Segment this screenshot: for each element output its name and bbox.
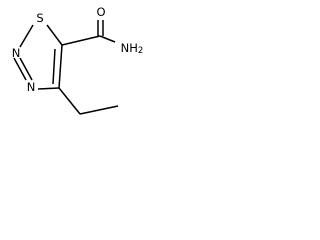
bond-n2-n3-a [13,57,27,81]
atom-nitrogen-2: N [12,46,21,60]
bond-c4-c5-a [58,44,63,89]
bond-ch2-ch3 [79,105,119,115]
atom-sulfur: S [36,11,43,25]
bond-n2-n3-b [19,57,33,81]
atom-amide-nitrogen: NH2 [121,41,144,56]
bond-c4-ch2 [58,87,81,115]
bond-ccarbonyl-n [99,35,116,43]
atom-nitrogen-3: N [27,80,36,94]
bond-c5-ccarbonyl [61,35,101,46]
bond-s1-n2 [19,24,34,48]
bond-s1-c5 [46,24,63,46]
chemical-structure: S N N O NH2 [12,5,144,115]
bond-n3-c4 [37,87,60,90]
atom-oxygen: O [96,5,105,19]
bond-c4-c5-b [52,48,56,85]
